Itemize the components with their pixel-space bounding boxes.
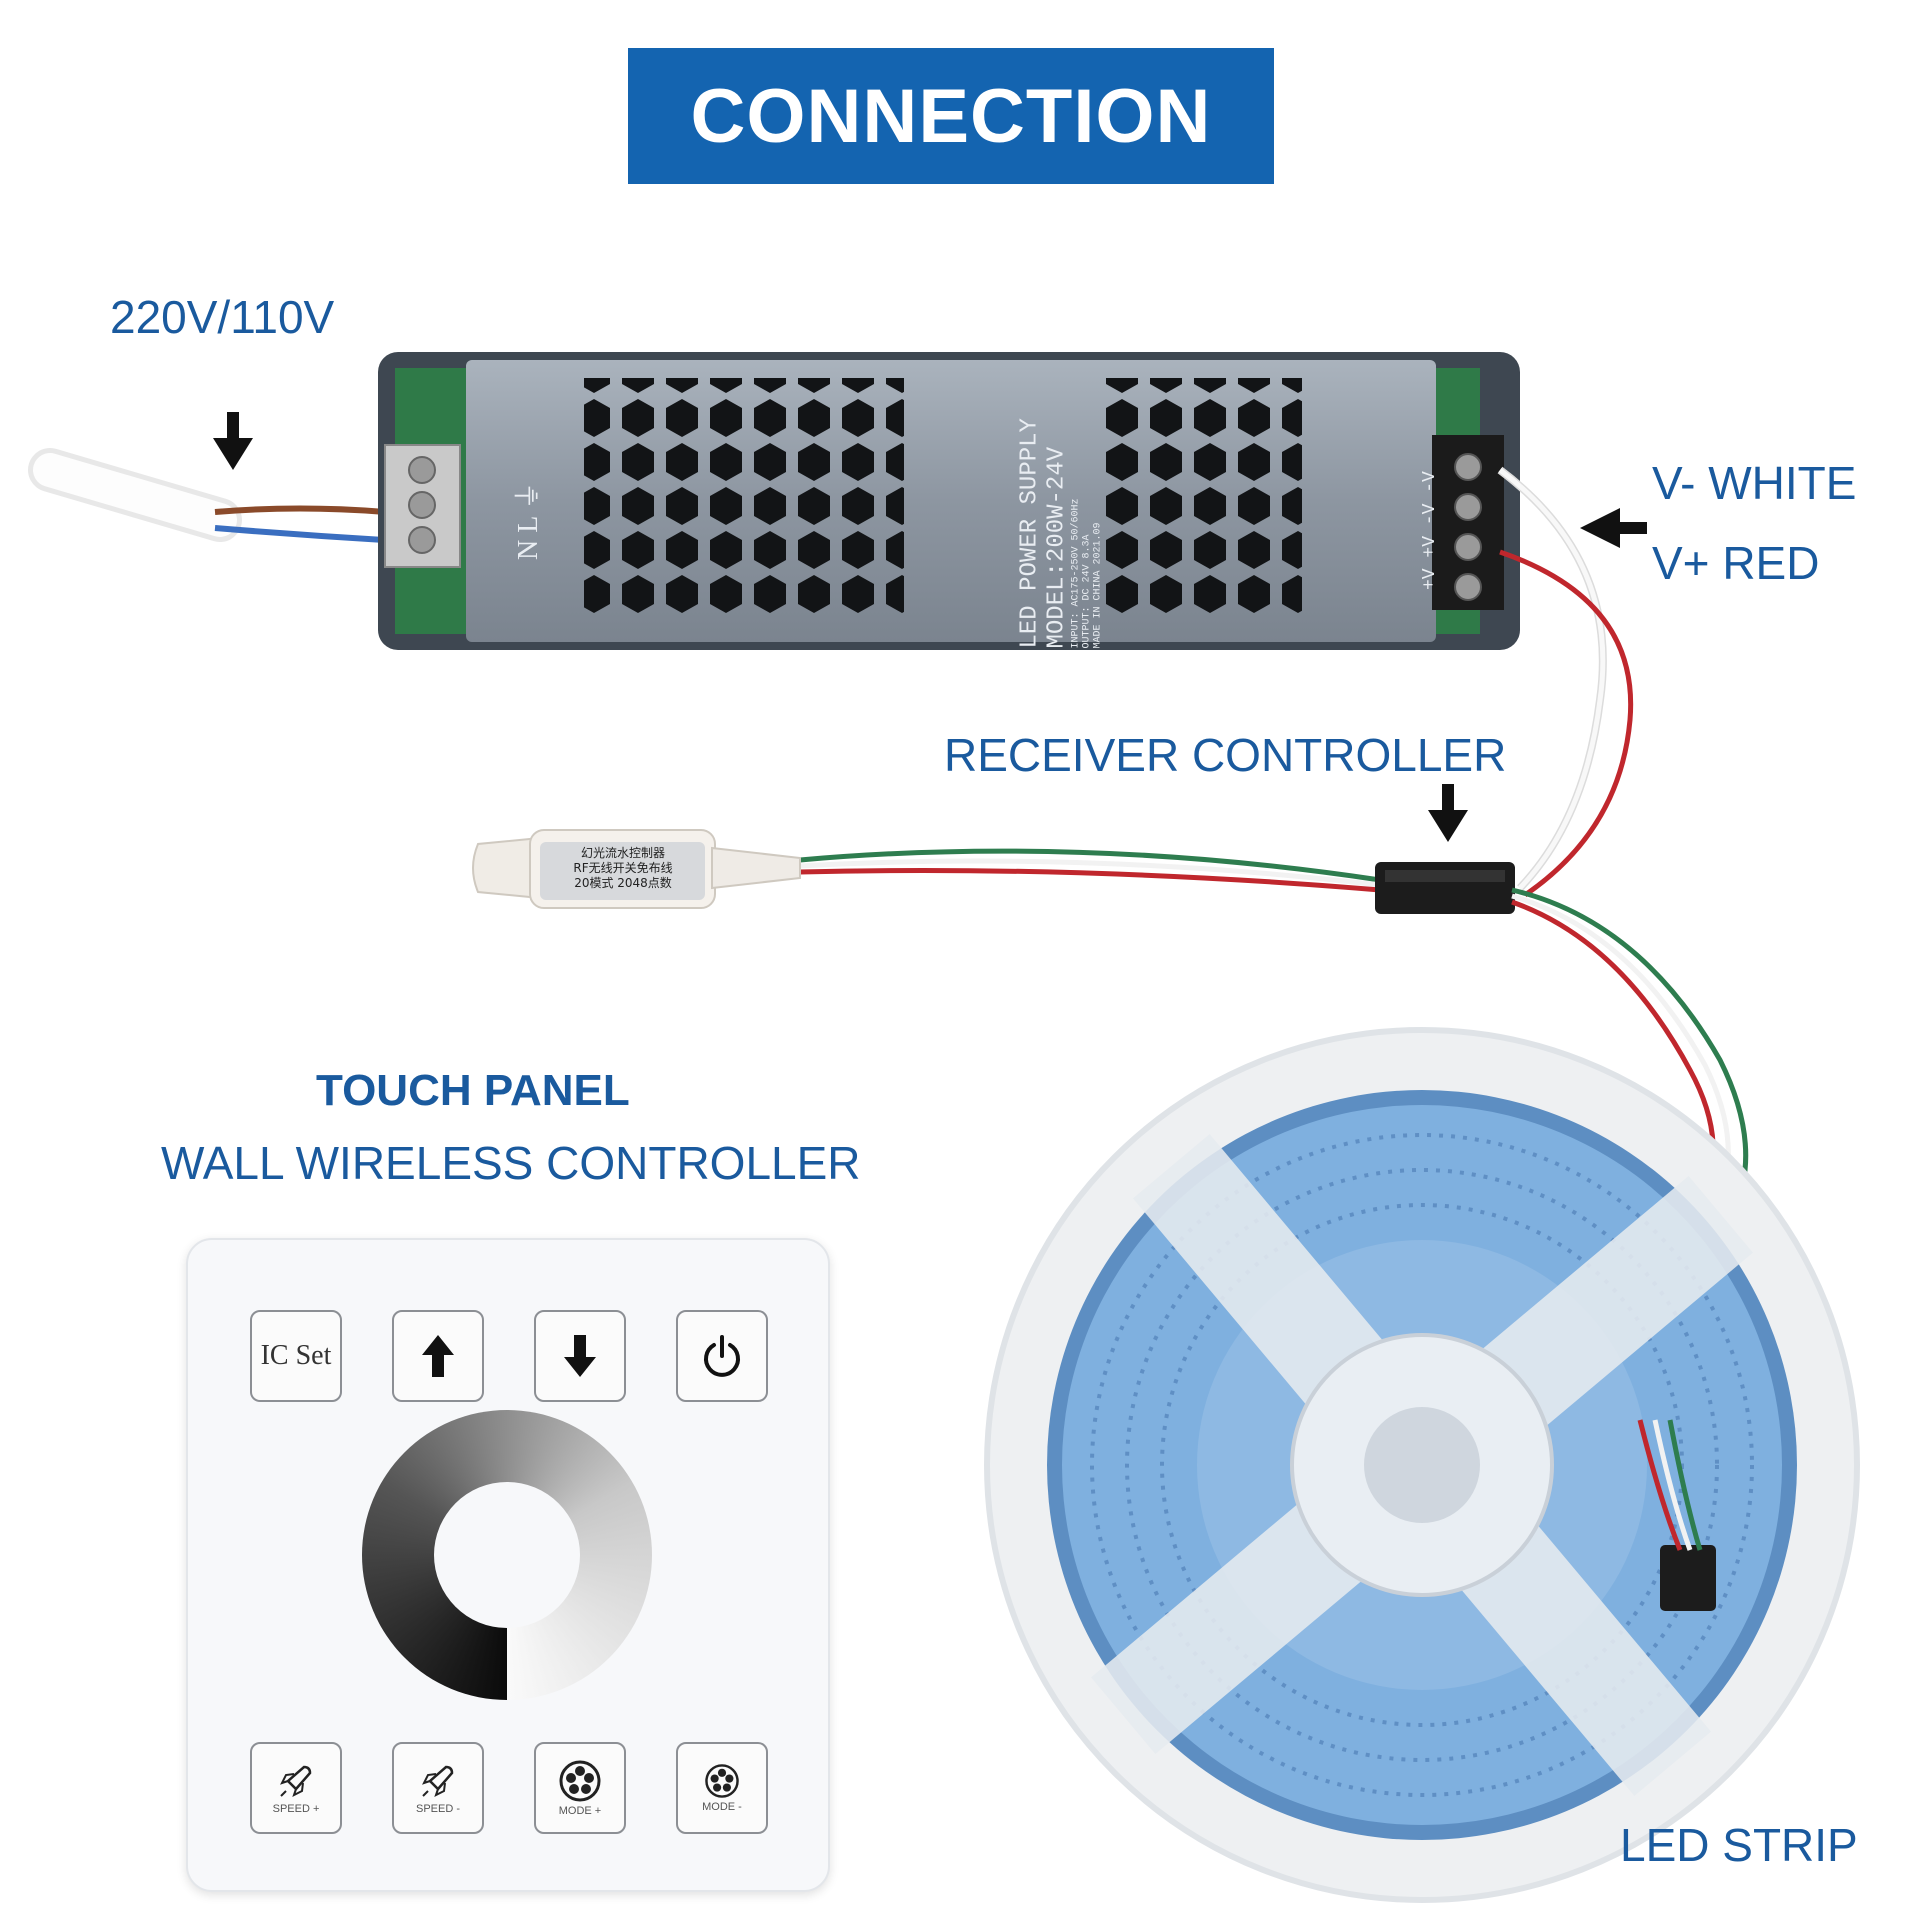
mode-minus-label: MODE - [702, 1801, 742, 1813]
speed-minus-label: SPEED - [415, 1803, 460, 1815]
power-icon [704, 1335, 740, 1377]
v-minus-label: V- WHITE [1652, 457, 1857, 509]
receiver-line-3: 20模式 2048点数 [574, 876, 672, 890]
ic-set-button[interactable]: IC Set [250, 1310, 342, 1402]
wall-controller-label: WALL WIRELESS CONTROLLER [161, 1137, 861, 1189]
psu-label-area: LED POWER SUPPLY MODEL:200W-24V INPUT: A… [940, 375, 1180, 648]
v-plus-label: V+ RED [1652, 537, 1820, 589]
psu-line-2: MODEL:200W-24V [1043, 446, 1071, 649]
arrow-output-icon [1580, 508, 1647, 548]
arrow-up-icon [422, 1335, 454, 1377]
power-button[interactable] [676, 1310, 768, 1402]
arrow-input-icon [213, 412, 253, 470]
mode-plus-button[interactable]: MODE + [534, 1742, 626, 1834]
ac-input-cable [28, 448, 386, 543]
touch-panel: IC Set SPEED + [186, 1238, 830, 1892]
psu-input-terminals: N L ⏚ [513, 481, 544, 560]
rocket-icon [422, 1765, 454, 1797]
led-strip-label: LED STRIP [1620, 1819, 1858, 1871]
receiver-line-2: RF无线开关免布线 [573, 861, 673, 875]
arrow-down-button[interactable] [534, 1310, 626, 1402]
rocket-icon [280, 1765, 312, 1797]
speed-plus-label: SPEED + [272, 1803, 320, 1815]
psu-line-3: INPUT: AC175-250V 50/60Hz [1070, 498, 1082, 649]
led-strip-reel [984, 1027, 1860, 1903]
brightness-wheel[interactable] [362, 1410, 652, 1700]
wire-connector [1375, 862, 1515, 914]
mode-plus-label: MODE + [558, 1805, 602, 1817]
psu-line-4: OUTPUT: DC 24V 8.3A [1081, 534, 1093, 649]
wheel-center [434, 1482, 580, 1628]
psu-line-1: LED POWER SUPPLY [1016, 418, 1044, 649]
psu-output-terminals: +V +V -V -V [1420, 471, 1440, 590]
mode-icon [559, 1760, 601, 1802]
mode-minus-button[interactable]: MODE - [676, 1742, 768, 1834]
speed-plus-button[interactable]: SPEED + [250, 1742, 342, 1834]
receiver-print: 幻光流水控制器 RF无线开关免布线 20模式 2048点数 [542, 846, 704, 891]
receiver-controller-label: RECEIVER CONTROLLER [944, 729, 1507, 781]
mode-icon [705, 1764, 739, 1798]
receiver-line-1: 幻光流水控制器 [580, 846, 665, 860]
arrow-down-icon [564, 1335, 596, 1377]
psu-line-5: MADE IN CHINA 2021.09 [1092, 522, 1104, 649]
banner-title: CONNECTION [690, 73, 1212, 159]
wire-red [1499, 549, 1634, 898]
input-voltage-label: 220V/110V [110, 291, 335, 343]
arrow-up-button[interactable] [392, 1310, 484, 1402]
arrow-receiver-icon [1428, 784, 1468, 842]
speed-minus-button[interactable]: SPEED - [392, 1742, 484, 1834]
power-supply-unit [378, 352, 1520, 650]
title-banner: CONNECTION [628, 48, 1274, 184]
ic-set-label: IC Set [260, 1340, 332, 1371]
receiver-controller [472, 829, 801, 909]
touch-panel-label: TOUCH PANEL [316, 1066, 630, 1115]
